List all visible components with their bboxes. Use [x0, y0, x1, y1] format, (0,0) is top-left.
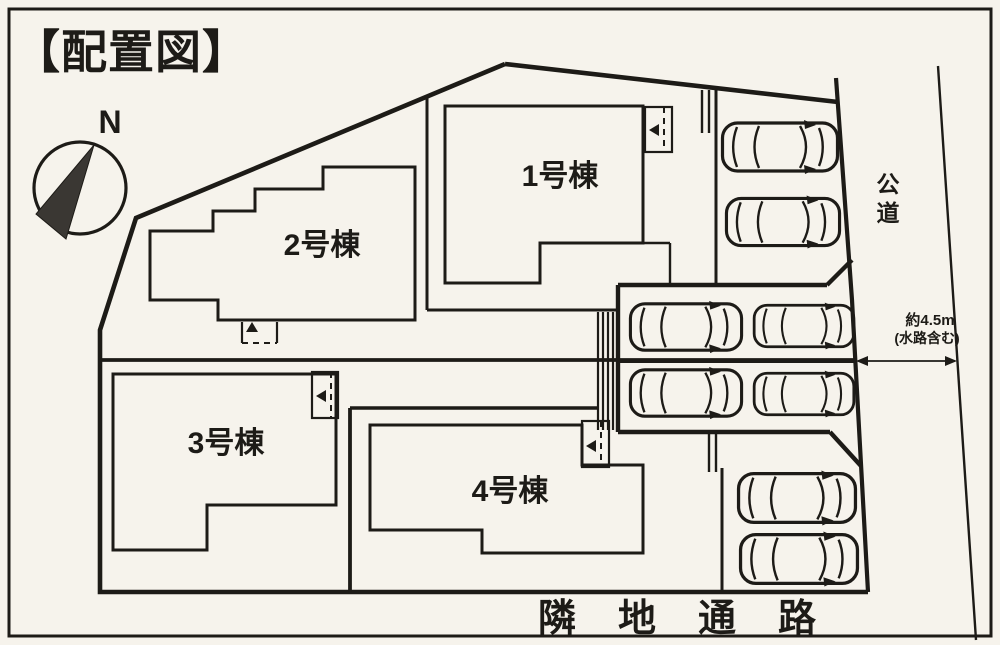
- building-3-label: 3号棟: [188, 427, 266, 460]
- building-4: 4号棟: [368, 419, 645, 555]
- parking-block-outline: [615, 258, 863, 468]
- building-3-entrance: [310, 370, 340, 420]
- entrance-arrow-icon: [586, 440, 596, 452]
- hatch-marks-south: [707, 433, 718, 472]
- road-edge-line: [936, 65, 978, 641]
- building-1-outline: [443, 104, 645, 285]
- figure-title: 【配置図】: [14, 26, 249, 78]
- building-2: 2号棟: [148, 165, 417, 344]
- road-width-annotation: 約4.5m (水路含む): [856, 311, 960, 366]
- road-label: 公道: [873, 172, 900, 230]
- public-road: 公道: [873, 65, 978, 641]
- entrance-arrow-icon: [649, 124, 659, 136]
- building-2-entrance: [240, 322, 279, 344]
- building-1-label: 1号棟: [522, 160, 600, 193]
- adjacent-passage-label: 隣地通路: [538, 598, 858, 640]
- road-width-value: 約4.5m: [905, 311, 954, 329]
- building-2-label: 2号棟: [284, 229, 362, 262]
- figure-border: [7, 7, 993, 638]
- building-2-outline: [148, 165, 417, 322]
- building-4-label: 4号棟: [472, 475, 550, 508]
- hatch-marks-north: [700, 90, 711, 133]
- building-1: 1号棟: [443, 104, 674, 285]
- building-3-outline: [111, 372, 338, 552]
- building-1-entrance: [643, 105, 674, 154]
- entrance-arrow-icon: [246, 322, 258, 332]
- building-4-entrance: [580, 419, 611, 469]
- entrance-arrow-icon: [316, 390, 326, 402]
- compass-circle: [32, 140, 128, 236]
- compass-north-label: N: [98, 104, 121, 140]
- lot-divider-lines: [100, 88, 856, 592]
- site-boundary: [97, 61, 871, 595]
- steps: [596, 312, 615, 430]
- arrow-right-icon: [945, 356, 957, 366]
- compass: N: [32, 104, 128, 240]
- compass-needle-icon: [35, 144, 95, 240]
- road-width-note: (水路含む): [894, 330, 959, 346]
- arrow-left-icon: [856, 356, 868, 366]
- building-3: 3号棟: [111, 370, 340, 552]
